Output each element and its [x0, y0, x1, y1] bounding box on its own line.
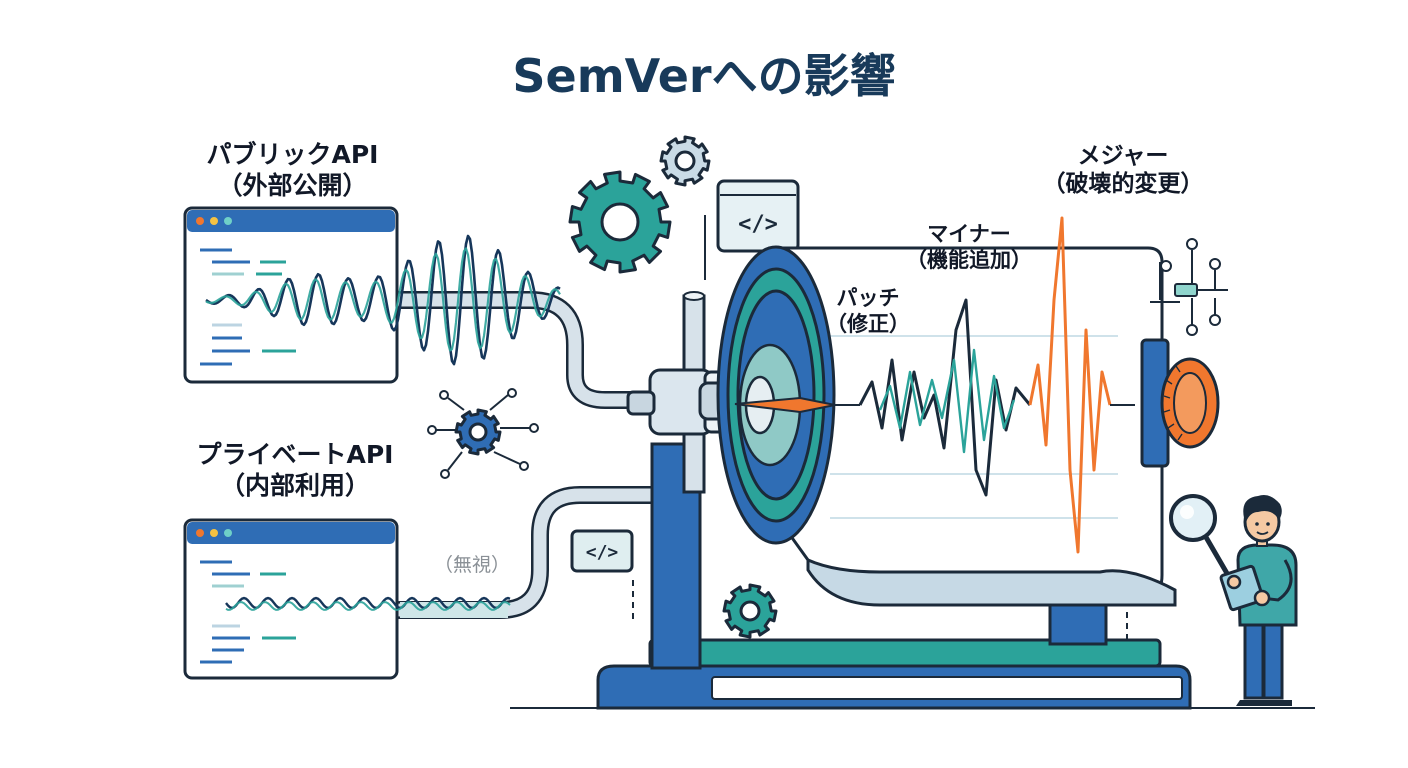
gear-hub — [600, 202, 640, 242]
public-api-sub: （外部公開） — [217, 170, 368, 200]
major-sub: （破壊的変更） — [1042, 171, 1204, 198]
gear-hub — [739, 600, 761, 622]
minor-label: マイナー （機能追加） — [893, 222, 1045, 273]
private-cable — [393, 488, 672, 617]
machine-base — [596, 598, 1192, 710]
gear-hub — [468, 422, 488, 442]
engineer-figure — [1169, 494, 1298, 706]
drum-end-cap — [716, 245, 836, 545]
gear-icon — [722, 583, 778, 639]
major-name: メジャー — [1077, 143, 1169, 169]
public-signal-wave — [205, 234, 561, 366]
page-title: SemVerへの影響 — [512, 49, 896, 103]
gear-hub — [674, 150, 696, 172]
private-api-sub: （内部利用） — [219, 470, 370, 500]
gear-icon — [568, 170, 672, 274]
seismograph-trace — [858, 298, 1032, 497]
public-api-name: パブリックAPI — [206, 140, 379, 169]
seismograph-trace-major — [1028, 216, 1112, 554]
circuit-icon — [427, 388, 539, 479]
public-signal-wave-echo — [205, 247, 561, 352]
minor-name: マイナー — [927, 222, 1011, 246]
private-api-label: プライベートAPI （内部利用） — [150, 440, 440, 501]
magnifier-icon — [1169, 494, 1217, 542]
major-label: メジャー （破壊的変更） — [1038, 142, 1208, 198]
private-signal-wave-echo — [225, 601, 511, 611]
public-api-label: パブリックAPI （外部公開） — [170, 140, 415, 201]
minor-sub: （機能追加） — [906, 247, 1032, 272]
patch-name: パッチ — [836, 286, 900, 310]
private-api-name: プライベートAPI — [196, 440, 394, 469]
patch-label: パッチ （修正） — [818, 286, 918, 337]
seismograph-trace-echo — [878, 348, 1016, 454]
public-cable — [393, 293, 657, 407]
code-icon-glyph: </> — [586, 542, 619, 563]
public-cable-outline — [391, 291, 659, 409]
code-icon-glyph: </> — [738, 212, 778, 237]
private-signal-wave — [225, 596, 511, 610]
code-icon: </> — [716, 179, 800, 253]
gear-icon — [659, 135, 711, 187]
machine-stand — [626, 291, 746, 670]
patch-sub: （修正） — [826, 311, 910, 336]
circuit-icon — [1150, 238, 1228, 336]
code-icon: </> — [570, 529, 634, 573]
ignored-label: （無視） — [433, 554, 510, 576]
